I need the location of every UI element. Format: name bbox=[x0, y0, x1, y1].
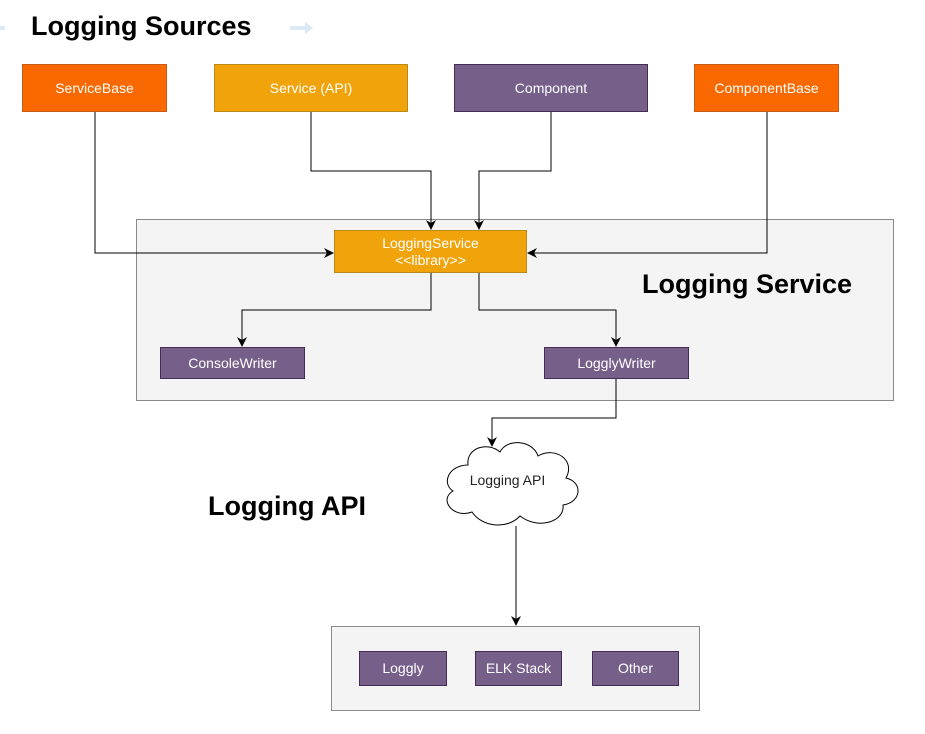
connector-loggingservice-to-consolewriter[interactable] bbox=[237, 273, 432, 347]
consolewriter-node[interactable]: ConsoleWriter bbox=[160, 347, 305, 379]
logglywriter-node[interactable]: LogglyWriter bbox=[544, 347, 689, 379]
loggly-node[interactable]: Loggly bbox=[359, 651, 447, 686]
other-label: Other bbox=[617, 660, 653, 677]
connector-componentbase-to-loggingservice[interactable] bbox=[527, 112, 768, 258]
loggingservice-stereotype: <<library>> bbox=[395, 251, 466, 268]
other-node[interactable]: Other bbox=[592, 651, 679, 686]
logging-sources-heading: Logging Sources bbox=[31, 11, 252, 41]
component-label: Component bbox=[514, 79, 588, 96]
elk-stack-node[interactable]: ELK Stack bbox=[475, 651, 562, 686]
cloud-icon[interactable] bbox=[446, 442, 579, 526]
componentbase-node[interactable]: ComponentBase bbox=[694, 64, 839, 112]
loggingservice-name: LoggingService bbox=[382, 234, 479, 251]
loggly-label: Loggly bbox=[382, 660, 424, 677]
connector-loggingservice-to-logglywriter[interactable] bbox=[478, 273, 621, 347]
logging-service-heading: Logging Service bbox=[642, 269, 853, 299]
logging-api-heading: Logging API bbox=[208, 491, 366, 521]
connector-servicebase-to-loggingservice[interactable] bbox=[94, 112, 334, 258]
connector-serviceapi-to-loggingservice[interactable] bbox=[310, 112, 436, 230]
servicebase-node[interactable]: ServiceBase bbox=[22, 64, 167, 112]
service-api-label: Service (API) bbox=[269, 79, 353, 96]
service-api-node[interactable]: Service (API) bbox=[214, 64, 408, 112]
connector-logglywriter-to-cloud[interactable] bbox=[487, 379, 617, 447]
logglywriter-label: LogglyWriter bbox=[577, 354, 656, 371]
component-node[interactable]: Component bbox=[454, 64, 648, 112]
cloud-label: Logging API bbox=[469, 472, 546, 488]
loggingservice-node[interactable]: LoggingService <<library>> bbox=[334, 230, 527, 273]
servicebase-label: ServiceBase bbox=[55, 79, 134, 96]
arrow-right-icon bbox=[290, 22, 313, 34]
elk-stack-label: ELK Stack bbox=[485, 660, 552, 677]
componentbase-label: ComponentBase bbox=[714, 79, 819, 96]
connector-component-to-loggingservice[interactable] bbox=[474, 112, 552, 230]
consolewriter-label: ConsoleWriter bbox=[188, 354, 277, 371]
